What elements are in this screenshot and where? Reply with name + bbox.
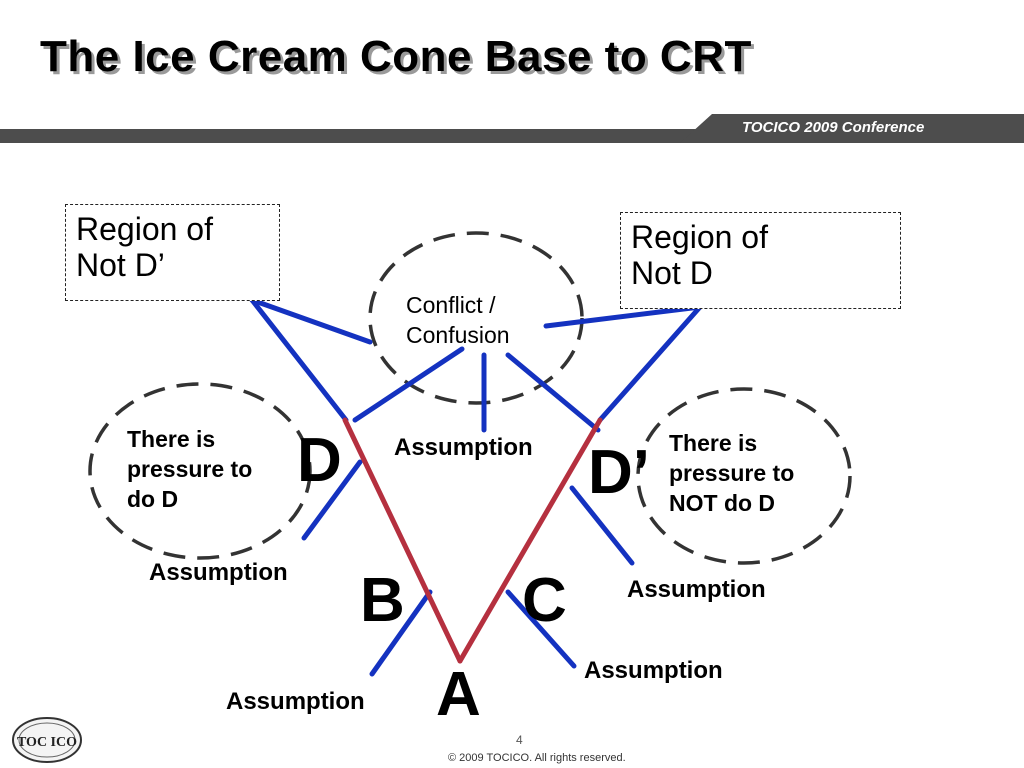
pressure-right-label: There is pressure to NOT do D — [669, 428, 794, 518]
line-conflict-to-d — [352, 346, 465, 423]
assumption-c-label: Assumption — [584, 657, 723, 684]
line-notd-prime-to-d — [249, 297, 349, 423]
cone-right-edge — [457, 417, 603, 664]
pressure-left-line2: pressure to — [127, 456, 253, 482]
conflict-label: Conflict / Confusion — [406, 290, 510, 350]
assumption-top-label: Assumption — [394, 434, 533, 461]
assumption-d-label: Assumption — [149, 559, 288, 586]
assumption-tick-b — [369, 589, 433, 677]
region-left-line2: Not D’ — [76, 247, 165, 283]
pressure-left-line3: do D — [127, 486, 179, 512]
region-left-line1: Region of — [76, 211, 213, 247]
line-notd-prime-to-conflict — [249, 297, 373, 345]
assumption-d-prime-label: Assumption — [627, 576, 766, 603]
region-right-line2: Not D — [631, 255, 713, 291]
pressure-left-bubble — [88, 382, 312, 560]
region-right-line1: Region of — [631, 219, 768, 255]
node-d-prime: D’ — [588, 438, 650, 507]
copyright: © 2009 TOCICO. All rights reserved. — [448, 752, 626, 764]
logo-text: TOC ICO — [17, 735, 77, 750]
assumption-tick-d — [301, 459, 363, 541]
assumption-tick-d-prime — [569, 485, 635, 566]
tocico-logo: TOC ICO — [12, 717, 82, 763]
region-not-d-prime-box: Region of Not D’ — [65, 204, 280, 301]
page-number: 4 — [516, 733, 523, 747]
pressure-right-line1: There is — [669, 430, 758, 456]
pressure-right-line2: pressure to — [669, 460, 795, 486]
node-c: C — [522, 566, 567, 635]
slide-title: The Ice Cream Cone Base to CRT — [40, 32, 752, 81]
node-a: A — [436, 660, 481, 729]
line-notd-to-d-prime — [597, 304, 703, 423]
conflict-bubble — [368, 231, 584, 405]
region-not-d-box: Region of Not D — [620, 212, 901, 309]
line-notd-to-conflict — [543, 304, 703, 329]
assumption-b-label: Assumption — [226, 688, 365, 715]
pressure-right-line3: NOT do D — [669, 490, 776, 516]
conflict-line1: Conflict / — [406, 292, 496, 318]
pressure-left-label: There is pressure to do D — [127, 424, 252, 514]
pressure-right-bubble — [636, 387, 852, 565]
line-conflict-to-d-prime — [505, 352, 601, 433]
node-b: B — [360, 566, 405, 635]
node-d: D — [297, 426, 342, 495]
cone-left-edge — [342, 417, 463, 664]
assumption-tick-c — [505, 589, 577, 669]
conference-label: TOCICO 2009 Conference — [742, 119, 925, 136]
conflict-line2: Confusion — [406, 322, 510, 348]
pressure-left-line1: There is — [127, 426, 216, 452]
